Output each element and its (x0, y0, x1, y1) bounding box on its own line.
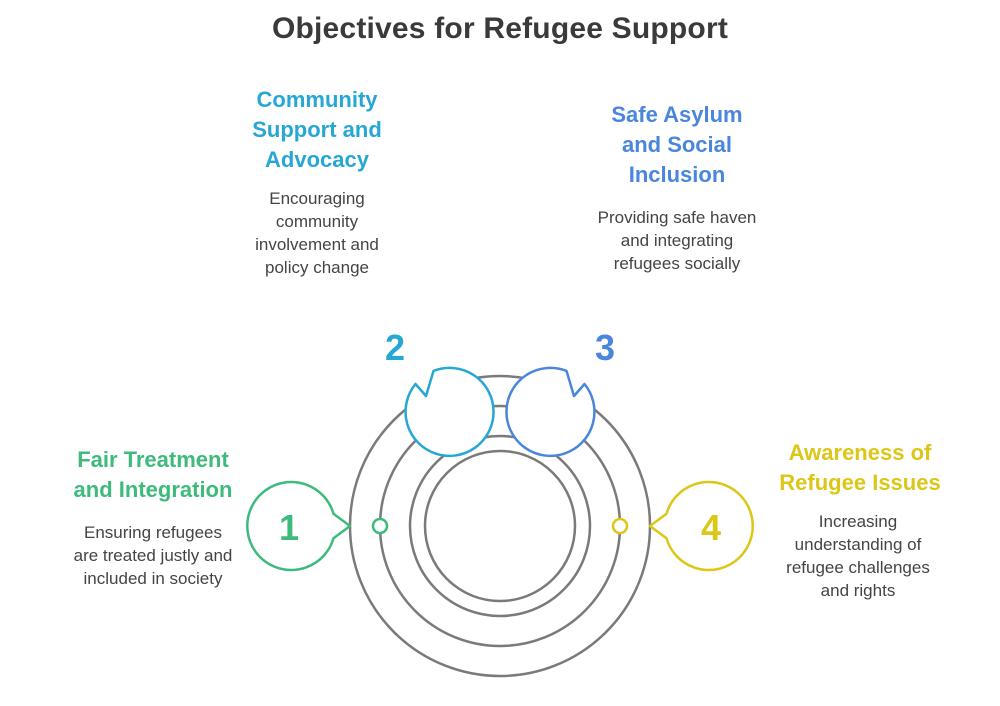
concentric-rings (348, 374, 652, 678)
objective-2-heading: Community Support and Advocacy (252, 87, 382, 172)
bubble-4-number: 4 (701, 507, 721, 548)
inner-ring (423, 449, 577, 603)
bubble-4: 4 (648, 480, 754, 572)
marker-1 (371, 517, 389, 535)
objective-3-description: Providing safe haven and integrating ref… (597, 208, 757, 273)
objective-1-heading: Fair Treatment and Integration (73, 447, 233, 502)
objective-4-description: Increasing understanding of refugee chal… (786, 512, 930, 600)
bubble-3-number: 3 (595, 327, 615, 368)
objective-1-description: Ensuring refugees are treated justly and… (73, 523, 233, 588)
third-ring (408, 434, 592, 618)
bubble-1-number: 1 (279, 507, 299, 548)
marker-4 (611, 517, 629, 535)
outer-ring (348, 374, 652, 678)
bubble-2-number: 2 (385, 327, 405, 368)
diagram-title: Objectives for Refugee Support (271, 12, 729, 45)
objective-4-heading: Awareness of Refugee Issues (779, 440, 941, 495)
bubble-1: 1 (246, 480, 352, 572)
bubble-2: 2 (385, 327, 495, 458)
objective-2-description: Encouraging community involvement and po… (255, 189, 379, 277)
bubble-3: 3 (505, 327, 615, 458)
objective-3-heading: Safe Asylum and Social Inclusion (611, 102, 743, 187)
